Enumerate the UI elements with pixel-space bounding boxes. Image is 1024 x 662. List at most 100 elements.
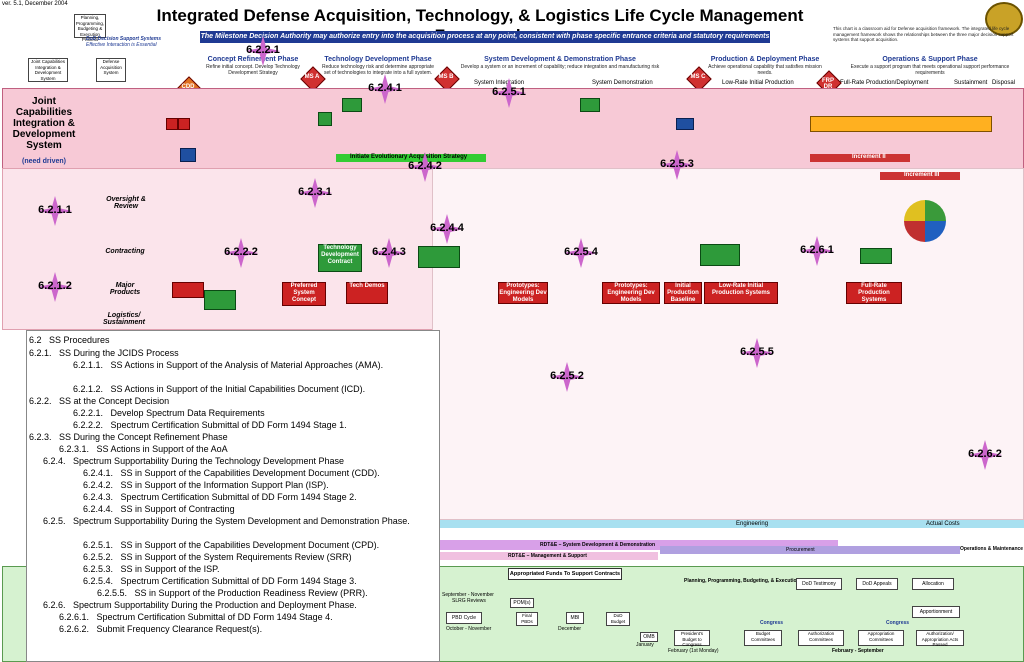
small-green-box-5[interactable] <box>418 246 460 268</box>
auth-approp-acts-box[interactable]: Authorization/ Appropriation Acts Passed <box>916 630 964 647</box>
small-green-box-7[interactable] <box>860 248 892 264</box>
small-blue-box-1[interactable] <box>180 148 196 162</box>
jcids-row-sub: (need driven) <box>22 158 66 165</box>
ss-procedures-panel: 6.2 SS Procedures 6.2.1. SS During the J… <box>26 330 440 662</box>
mbi-box[interactable]: MBI <box>566 612 584 624</box>
phase-ops-support[interactable]: Operations & Support Phase <box>882 56 978 63</box>
contracting-label: Contracting <box>105 248 145 255</box>
logistics-label: Logistics/ Sustainment <box>102 312 145 326</box>
small-green-box-2[interactable] <box>342 98 362 112</box>
appropriated-funds-box[interactable]: Appropriated Funds To Support Contracts <box>508 568 622 580</box>
validated-cdd-cpd-box[interactable] <box>810 116 992 132</box>
jcids-row-title: Joint Capabilities Integration & Develop… <box>12 96 76 151</box>
increment-2-label: Increment II <box>852 154 886 160</box>
small-red-box-3[interactable] <box>172 282 204 298</box>
proc-6-2-5-3: 6.2.5.3. SS in Support of the ISP. <box>83 564 220 574</box>
increment-3-bar <box>880 172 960 180</box>
slrg-reviews-label: SLRG Reviews <box>452 598 486 604</box>
phase-tech-development[interactable]: Technology Development Phase <box>324 56 432 63</box>
subphase-system-integration: System Integration <box>474 80 525 86</box>
february-label: February (1st Monday) <box>668 648 719 654</box>
engineering-label: Engineering <box>736 521 769 527</box>
increment-3-label: Increment III <box>904 172 940 178</box>
tech-demos-box[interactable]: Tech Demos <box>346 282 388 304</box>
dod-testimony-box[interactable]: DoD Testimony <box>796 578 842 590</box>
allocation-box[interactable]: Allocation <box>912 578 954 590</box>
initiate-evolution-label: Initiate Evolutionary Acquisition Strate… <box>350 154 468 160</box>
oversight-label: Oversight & Review <box>106 196 146 210</box>
phase-production-desc: Achieve operational capability that sati… <box>708 64 822 76</box>
subphase-system-demonstration: System Demonstration <box>592 80 653 86</box>
small-green-box-3[interactable] <box>580 98 600 112</box>
small-red-box-2[interactable] <box>178 118 190 130</box>
ppbe-title: Planning, Programming, Budgeting, & Exec… <box>684 578 800 584</box>
dod-decision-label: DoD Decision Support Systems <box>86 36 162 42</box>
authorization-committees-box[interactable]: Authorization Committees <box>798 630 844 646</box>
milestone-cdd-label: CDD <box>181 84 195 90</box>
small-green-box-4[interactable] <box>204 290 236 310</box>
subphase-frp: Full-Rate Production/Deployment <box>840 80 929 86</box>
prototypes-box-2[interactable]: Prototypes: Engineering Dev Models <box>602 282 660 304</box>
dod-appeals-box[interactable]: DoD Appeals <box>856 578 898 590</box>
proc-6-2-5-5: 6.2.5.5. SS in Support of the Production… <box>97 588 368 598</box>
apportionment-box[interactable]: Apportionment <box>912 606 960 618</box>
proc-6-2-6-2: 6.2.6.2. Submit Frequency Clearance Requ… <box>59 624 263 634</box>
ss-star-6-2-3-1-label: 6.2.3.1 <box>298 186 332 198</box>
initial-prod-baseline-box[interactable]: Initial Production Baseline <box>664 282 702 304</box>
dod-effective-label: Effective Interaction is Essential <box>86 42 157 48</box>
milestone-b-label: MS B <box>438 74 454 80</box>
oct-nov-label: October - November <box>446 626 492 632</box>
budget-committees-box[interactable]: Budget Committees <box>744 630 782 646</box>
major-products-label: Major Products <box>109 282 141 296</box>
milestone-a-label: MS A <box>304 74 320 80</box>
engineering-band <box>438 520 1024 528</box>
prototypes-box[interactable]: Prototypes: Engineering Dev Models <box>498 282 548 304</box>
preferred-concept-box[interactable]: Preferred System Concept <box>282 282 326 306</box>
increment-2-bar <box>810 154 910 162</box>
subphase-sustainment: Sustainment <box>954 80 988 86</box>
version-label: ver. 5.1, December 2004 <box>2 1 68 7</box>
proc-6-2-3: 6.2.3. SS During the Concept Refinement … <box>29 432 228 442</box>
ss-star-6-2-4-4-label: 6.2.4.4 <box>430 222 464 234</box>
initiate-evolution-bar <box>336 154 486 162</box>
defense-acq-box[interactable]: Defense Acquisition System <box>96 58 126 82</box>
proc-6-2-5-2: 6.2.5.2. SS in Support of the System Req… <box>83 552 352 562</box>
proc-6-2-2-1: 6.2.2.1. Develop Spectrum Data Requireme… <box>73 408 265 418</box>
ppbe-process-box[interactable]: Planning, Programming, Budgeting & Execu… <box>74 14 106 42</box>
phase-concept-refinement[interactable]: Concept Refinement Phase <box>207 56 299 63</box>
jcids-box[interactable]: Joint Capabilities Integration & Develop… <box>28 58 68 82</box>
phase-production[interactable]: Production & Deployment Phase <box>710 56 820 63</box>
small-red-box-1[interactable] <box>166 118 178 130</box>
mda-banner: The Milestone Decision Authority may aut… <box>200 31 770 43</box>
omb-box[interactable]: OMB <box>640 632 658 642</box>
final-pbds-box[interactable]: Final PBDs <box>516 612 538 626</box>
small-green-box-1[interactable] <box>318 112 332 126</box>
proc-6-2-4-3: 6.2.4.3. Spectrum Certification Submitta… <box>83 492 357 502</box>
phase-sdd-desc: Develop a system or an increment of capa… <box>460 64 660 70</box>
proc-6-2-1: 6.2.1. SS During the JCIDS Process <box>29 348 179 358</box>
proc-6-2-2-2: 6.2.2.2. Spectrum Certification Submitta… <box>73 420 347 430</box>
milestone-frp-dr-label: FRP DR <box>822 78 834 90</box>
ss-star-6-2-5-1-label: 6.2.5.1 <box>492 86 526 98</box>
ss-star-6-2-5-2-label: 6.2.5.2 <box>550 370 584 382</box>
rdte-mgmt-label: RDT&E – Management & Support <box>508 553 587 559</box>
lrip-systems-box[interactable]: Low-Rate Initial Production Systems <box>704 282 778 304</box>
proc-6-2-2: 6.2.2. SS at the Concept Decision <box>29 396 170 406</box>
phase-sdd[interactable]: System Development & Demonstration Phase <box>484 56 636 63</box>
ss-star-6-2-5-4-label: 6.2.5.4 <box>564 246 598 258</box>
pbd-cycle-box[interactable]: PBD Cycle <box>446 612 482 624</box>
frp-systems-box[interactable]: Full-Rate Production Systems <box>846 282 902 304</box>
presidents-budget-box[interactable]: President's Budget to Congress <box>674 630 710 647</box>
ss-star-6-2-4-1-label: 6.2.4.1 <box>368 82 402 94</box>
proc-6-2-6-1: 6.2.6.1. Spectrum Certification Submitta… <box>59 612 333 622</box>
proc-6-2-4-4: 6.2.4.4. SS in Support of Contracting <box>83 504 235 514</box>
proc-6-2-1-1: 6.2.1.1. SS Actions in Support of the An… <box>73 360 384 370</box>
dod-budget-box[interactable]: DoD Budget <box>606 612 630 626</box>
tech-dev-contract-box[interactable]: Technology Development Contract <box>318 244 362 272</box>
rdte-mgmt-band <box>438 552 658 560</box>
small-blue-box-2[interactable] <box>676 118 694 130</box>
ss-star-6-2-2-1-label: 6.2.2.1 <box>246 44 280 56</box>
small-green-box-6[interactable] <box>700 244 740 266</box>
pom-box[interactable]: POM(s) <box>510 598 534 608</box>
appropriation-committees-box[interactable]: Appropriation Committees <box>858 630 904 646</box>
